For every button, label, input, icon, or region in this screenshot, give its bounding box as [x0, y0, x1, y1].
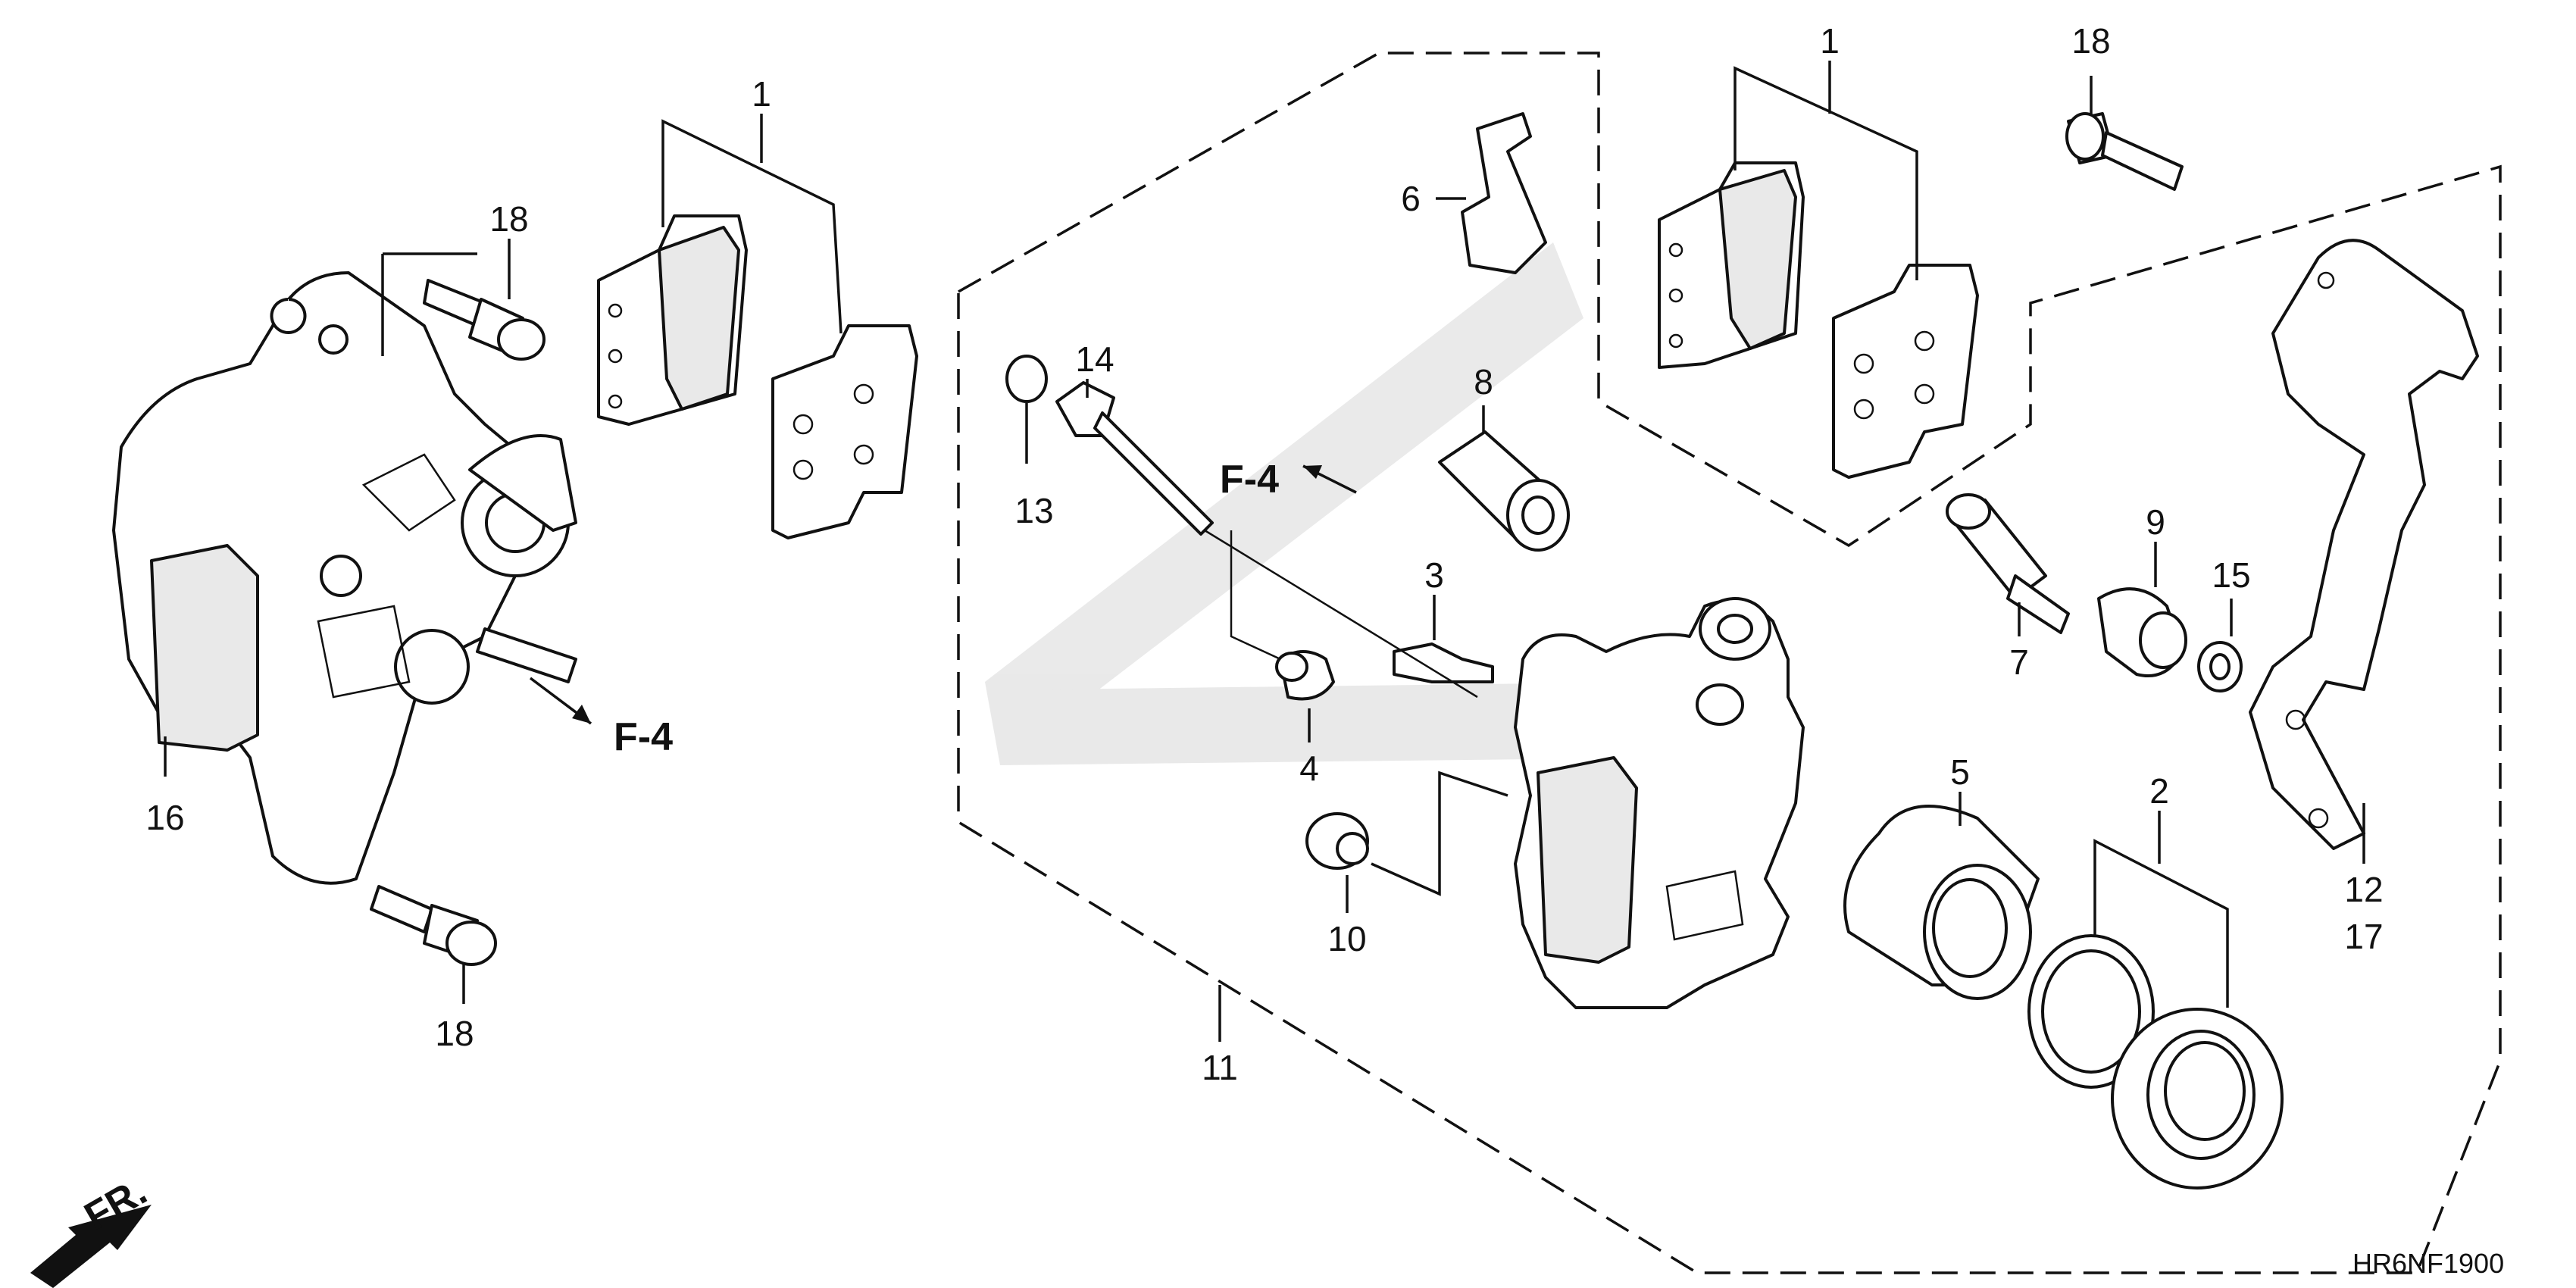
boot-10	[1305, 812, 1369, 870]
cap-13	[1005, 355, 1048, 403]
ref-f4-left: F-4	[614, 715, 673, 759]
callout-1-left: 1	[752, 74, 771, 114]
callout-13: 13	[1014, 491, 1053, 530]
sleeve-8	[1438, 430, 1570, 552]
callout-18-right: 18	[2071, 21, 2110, 61]
callout-5: 5	[1950, 752, 1970, 792]
bleeder-cap-4	[1275, 650, 1335, 701]
diagram-code: HR6NF1900	[2352, 1248, 2504, 1279]
piston-seals-2	[2027, 934, 2284, 1190]
callout-10: 10	[1327, 919, 1366, 958]
boot-9	[2097, 587, 2187, 677]
watermark-logo	[985, 242, 1667, 765]
callout-8: 8	[1474, 362, 1493, 402]
ref-f4-center: F-4	[1220, 458, 1279, 502]
washer-15	[2197, 641, 2243, 692]
callout-11: 11	[1202, 1048, 1238, 1087]
callout-18-left-lower: 18	[435, 1014, 474, 1053]
callout-3: 3	[1424, 555, 1444, 595]
pin-14	[1055, 381, 1214, 536]
callout-15: 15	[2212, 555, 2250, 595]
callout-7: 7	[2009, 642, 2029, 682]
callout-17: 17	[2344, 917, 2383, 956]
callout-6: 6	[1401, 179, 1421, 218]
caliper-subassembly-boundary	[957, 52, 2502, 1274]
callout-18-left-upper: 18	[489, 199, 528, 239]
right-caliper-body	[1514, 597, 1805, 1009]
callout-12: 12	[2344, 870, 2383, 909]
callout-2: 2	[2149, 771, 2169, 811]
callout-14: 14	[1075, 339, 1114, 379]
bolt-18-left-lower	[370, 885, 497, 966]
left-brake-pads	[597, 214, 918, 539]
pin-7	[1946, 493, 2070, 634]
callout-16: 16	[145, 798, 184, 837]
caliper-bracket-12-17	[2249, 239, 2479, 850]
piston-5	[1843, 805, 2040, 1000]
callout-9: 9	[2146, 502, 2165, 542]
callout-4: 4	[1299, 749, 1319, 788]
right-brake-pads	[1658, 161, 1979, 479]
pad-spring-6	[1461, 112, 1547, 274]
bleeder-3	[1393, 642, 1494, 683]
front-arrow-icon	[30, 1205, 152, 1288]
bolt-18-left-upper	[423, 279, 546, 361]
callout-labels: 1 1 2 3 4 5 6 7 8 9 10 11 12 13 14 15 16…	[145, 21, 2383, 1087]
callout-1-right: 1	[1820, 21, 1840, 61]
bolt-18-right	[2065, 112, 2184, 191]
left-caliper-assembly	[112, 271, 577, 885]
